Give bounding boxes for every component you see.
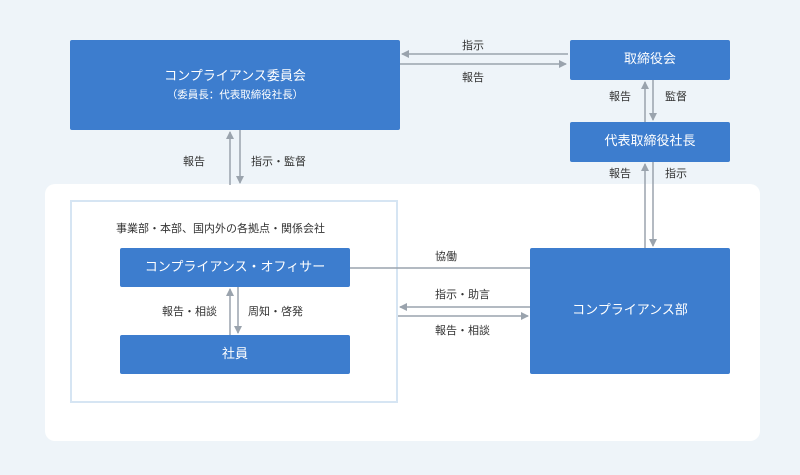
- compliance-department-title: コンプライアンス部: [572, 303, 688, 318]
- label-committee-instruct: 指示・監督: [251, 155, 306, 168]
- scope-label: 事業部・本部、国内外の各拠点・関係会社: [116, 222, 325, 235]
- label-committee-report: 報告: [183, 155, 205, 168]
- employees-title: 社員: [221, 346, 248, 362]
- compliance-committee-box: コンプライアンス委員会 （委員長：代表取締役社長）: [70, 40, 400, 130]
- label-board-president-supervise: 監督: [665, 90, 687, 103]
- label-employee-report-consult: 報告・相談: [162, 305, 217, 318]
- president-box: 代表取締役社長: [570, 122, 730, 162]
- president-title: 代表取締役社長: [604, 134, 696, 149]
- label-president-dept-report: 報告: [609, 167, 631, 180]
- label-officer-dept-collab: 協働: [435, 250, 457, 263]
- compliance-committee-title: コンプライアンス委員会: [164, 68, 306, 84]
- employees-box: 社員: [120, 335, 350, 374]
- label-dept-report-consult: 報告・相談: [435, 324, 490, 337]
- compliance-officer-box: コンプライアンス・オフィサー: [120, 248, 350, 287]
- label-president-dept-instruct: 指示: [665, 167, 687, 180]
- label-dept-instruct-advise: 指示・助言: [435, 288, 490, 301]
- compliance-department-box: コンプライアンス部: [530, 248, 730, 374]
- label-officer-inform: 周知・啓発: [248, 305, 303, 318]
- label-committee-to-board: 指示: [462, 39, 484, 52]
- label-board-president-report: 報告: [609, 90, 631, 103]
- board-of-directors-title: 取締役会: [623, 52, 676, 67]
- board-of-directors-box: 取締役会: [570, 40, 730, 80]
- label-board-to-committee: 報告: [462, 71, 484, 84]
- compliance-officer-title: コンプライアンス・オフィサー: [144, 259, 326, 275]
- compliance-committee-subtitle: （委員長：代表取締役社長）: [166, 88, 304, 101]
